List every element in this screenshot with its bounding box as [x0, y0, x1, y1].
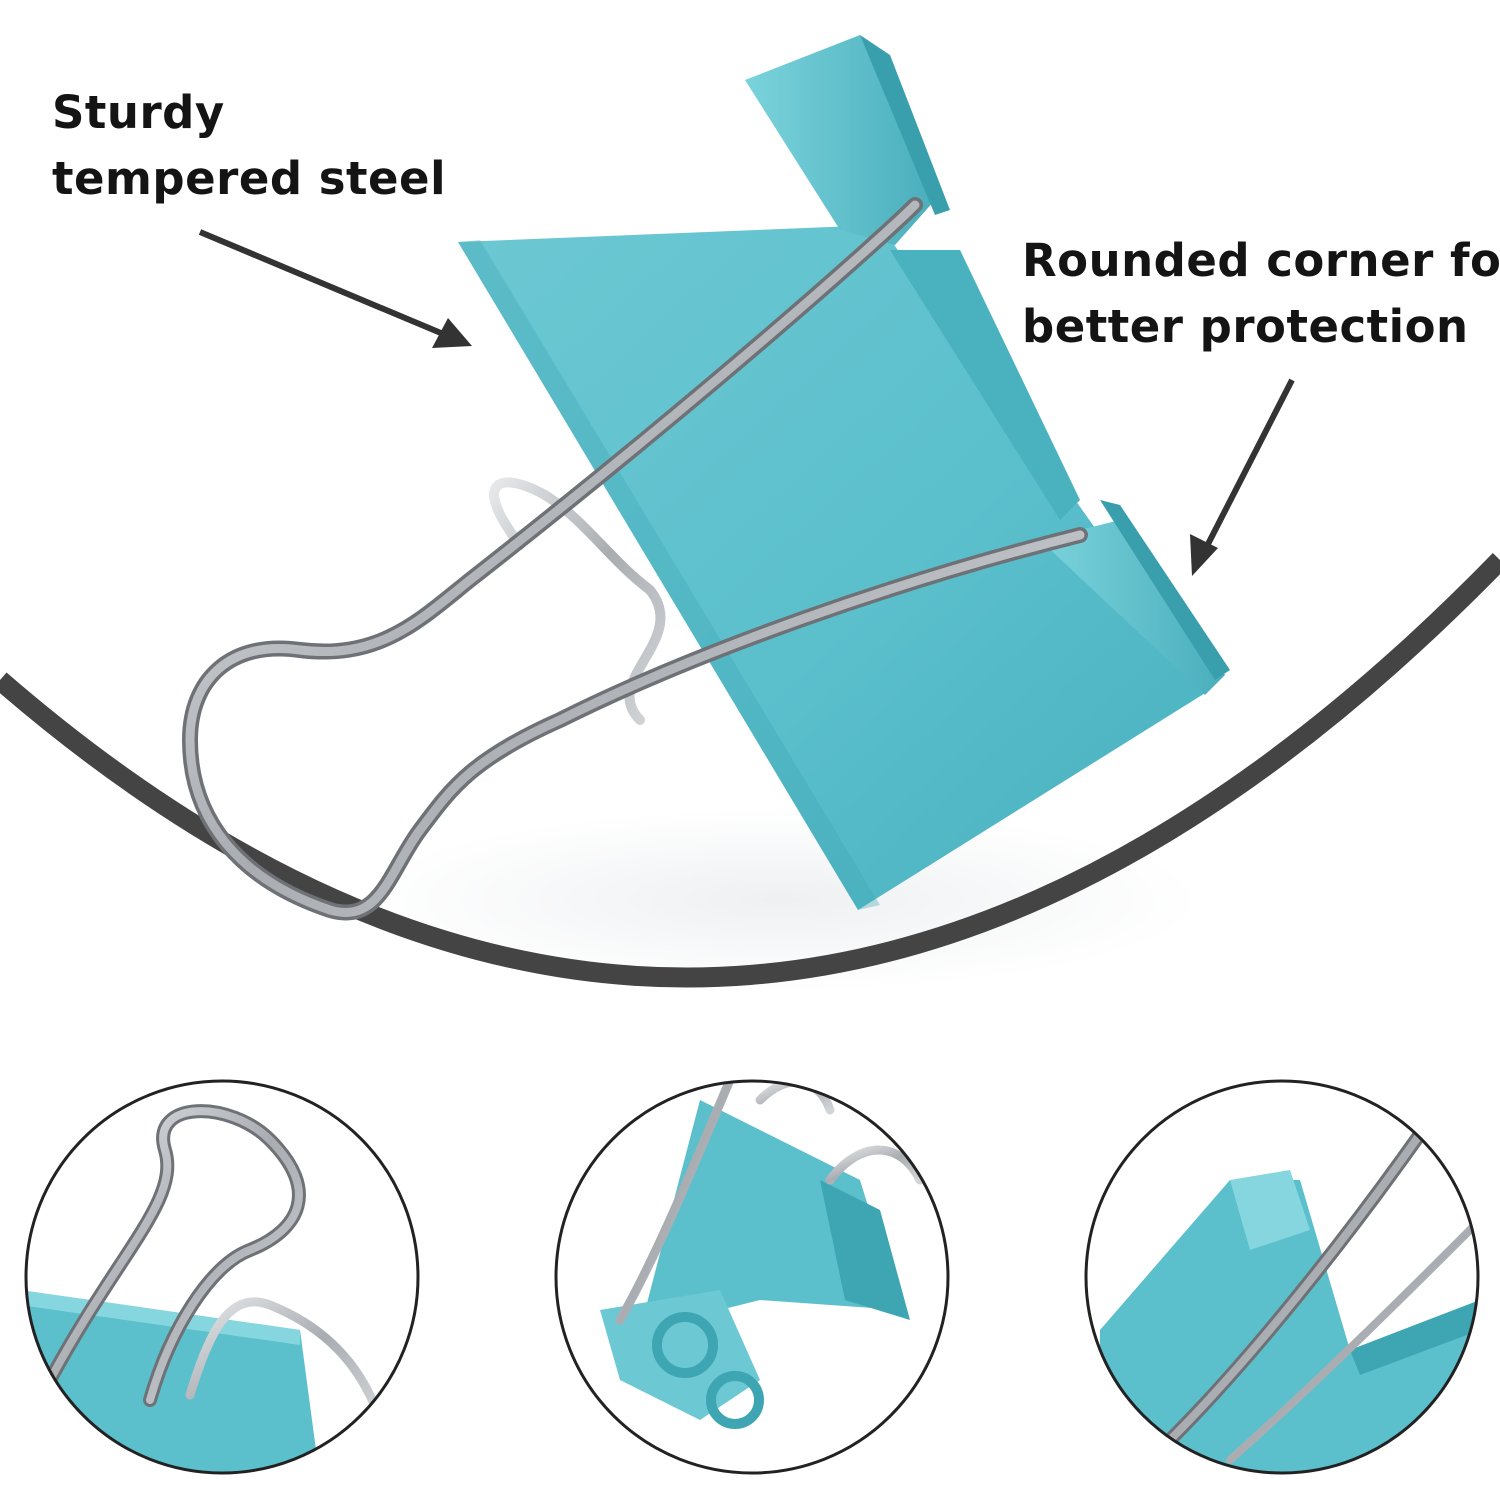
callout-left-line1: Sturdy — [52, 86, 225, 139]
callout-left-line2: tempered steel — [52, 152, 447, 205]
binder-clip-body — [458, 35, 1230, 910]
callout-right-line2: better protection — [1022, 300, 1469, 353]
floor-reflection — [360, 810, 1200, 990]
callout-rounded-corner: Rounded corner for better protection — [1022, 228, 1500, 360]
arrow-pointing-down-right-icon — [198, 229, 472, 348]
arrow-pointing-down-left-icon — [1190, 378, 1295, 576]
back-wire-handle — [489, 477, 666, 725]
detail-circle-folded-edge — [554, 1079, 950, 1475]
detail-circle-wire-loop — [24, 1079, 420, 1475]
callout-right-line1: Rounded corner for — [1022, 234, 1500, 287]
callout-sturdy-steel: Sturdy tempered steel — [52, 80, 446, 212]
detail-circle-rounded-corner — [1084, 1079, 1480, 1475]
